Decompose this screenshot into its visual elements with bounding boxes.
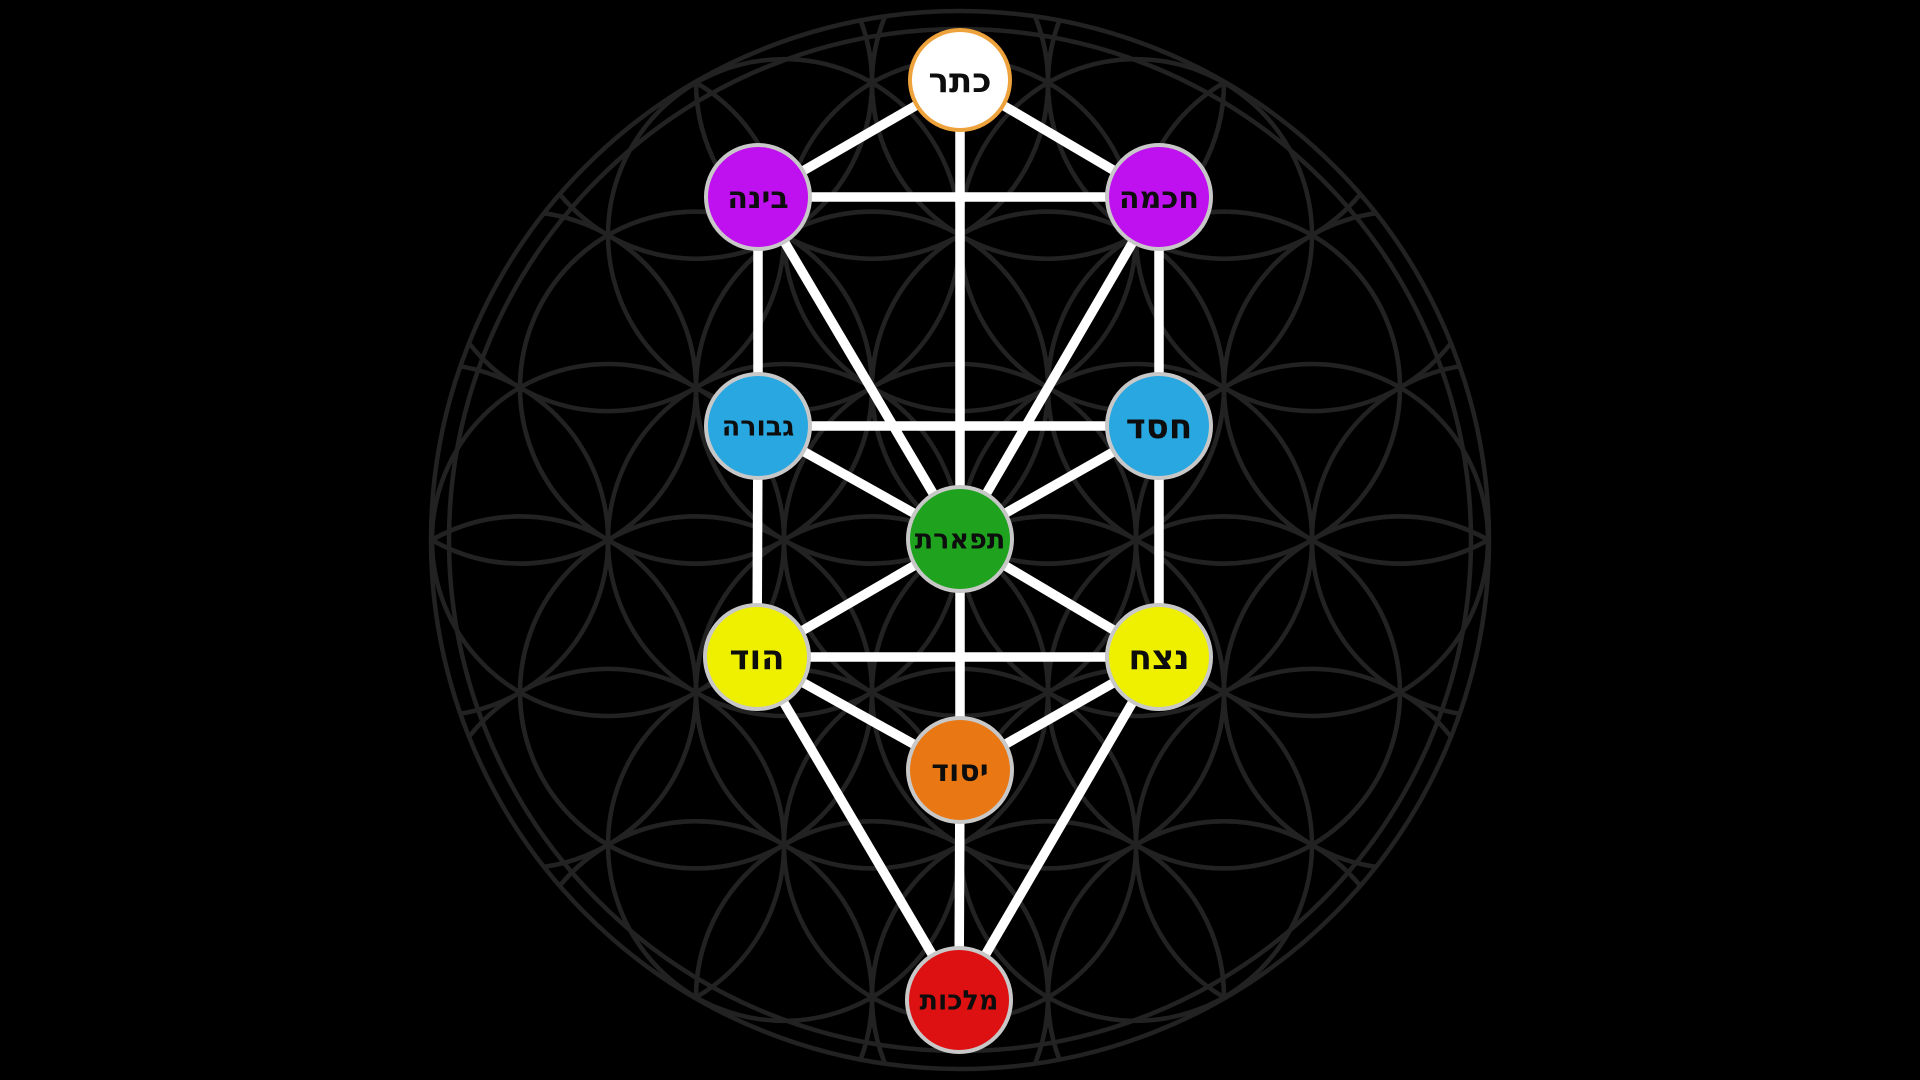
- sephirah-circle-gevurah: [704, 372, 812, 480]
- sephirah-circle-keter: [908, 28, 1012, 132]
- path-netzach-malkuth: [954, 654, 1164, 1003]
- sephirah-malkuth: מלכות: [905, 946, 1013, 1054]
- sephirah-tiferet: תפארת: [906, 485, 1014, 593]
- sephirah-label-binah: בינה: [727, 181, 788, 216]
- sephirah-chesed: חסד: [1105, 372, 1213, 480]
- sephirah-hod: הוד: [703, 603, 811, 711]
- sephirah-circle-netzach: [1105, 603, 1213, 711]
- flower-of-life-outer-ring: [428, 8, 1492, 1072]
- sephirah-keter: כתר: [908, 28, 1012, 132]
- sephirah-circle-yesod: [906, 716, 1014, 824]
- sephirah-circle-chesed: [1105, 372, 1213, 480]
- sephirah-label-malkuth: מלכות: [920, 986, 999, 1017]
- sephirah-circle-malkuth: [905, 946, 1013, 1054]
- sephirah-label-gevurah: גבורה: [722, 412, 795, 443]
- path-binah-tiferet: [753, 194, 965, 542]
- sephirah-label-yesod: יסוד: [931, 754, 988, 789]
- sephirah-netzach: נצח: [1105, 603, 1213, 711]
- sephirah-label-hod: הוד: [729, 638, 784, 678]
- sephirah-label-keter: כתר: [929, 61, 992, 101]
- sephirah-circle-tiferet: [906, 485, 1014, 593]
- sephirah-circle-chokmah: [1105, 143, 1213, 251]
- sephirah-label-chesed: חסד: [1126, 407, 1192, 447]
- sephirah-gevurah: גבורה: [704, 372, 812, 480]
- sephirah-label-netzach: נצח: [1129, 638, 1190, 678]
- sephirah-chokmah: חכמה: [1105, 143, 1213, 251]
- sephirah-yesod: יסוד: [906, 716, 1014, 824]
- sephirah-label-chokmah: חכמה: [1119, 181, 1199, 216]
- path-chokmah-tiferet: [955, 194, 1164, 542]
- sephirah-binah: בינה: [704, 143, 812, 251]
- path-hod-malkuth: [752, 654, 964, 1003]
- sephirah-circle-binah: [704, 143, 812, 251]
- sephirah-circle-hod: [703, 603, 811, 711]
- sephirah-label-tiferet: תפארת: [915, 525, 1006, 556]
